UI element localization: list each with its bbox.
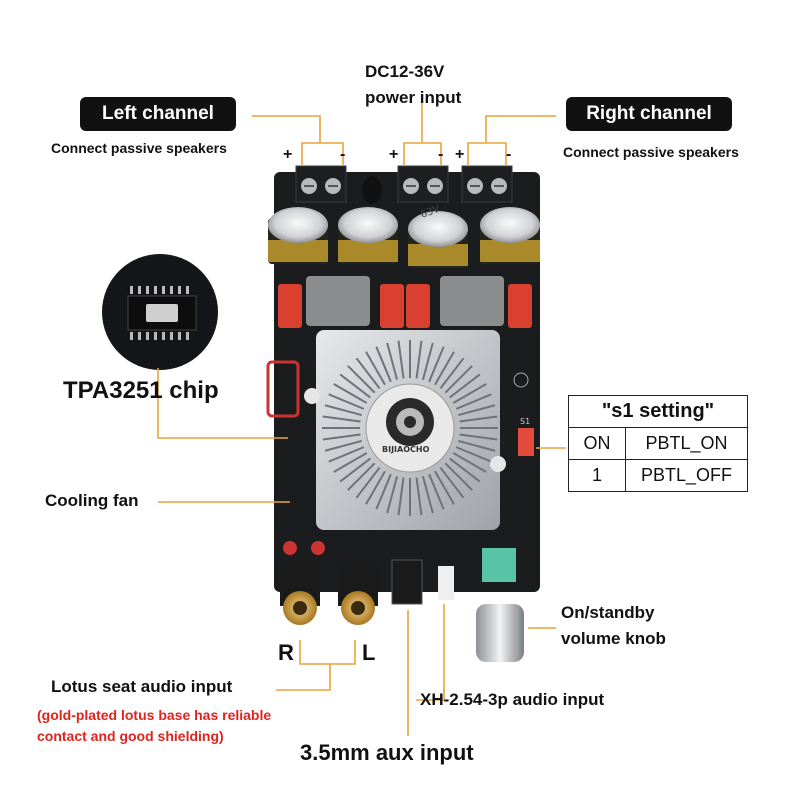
knob-label-line2: volume knob bbox=[561, 629, 666, 648]
heatsink-fin bbox=[459, 415, 498, 423]
lotus-note-line2: contact and good shielding) bbox=[37, 728, 224, 744]
heatsink-fin bbox=[386, 476, 399, 514]
heatsink-fin bbox=[324, 404, 362, 417]
heatsink-fin bbox=[415, 477, 423, 516]
heatsink-fin bbox=[439, 357, 465, 389]
heatsink-fin bbox=[339, 457, 371, 483]
heatsink-fin bbox=[439, 467, 465, 499]
heatsink-fin bbox=[397, 340, 405, 379]
rca-right-label: R bbox=[278, 640, 294, 665]
right-channel-badge: Right channel bbox=[566, 97, 732, 131]
lotus-input-label: Lotus seat audio input bbox=[51, 677, 233, 696]
heatsink-fin bbox=[455, 446, 492, 463]
heatsink-fin bbox=[449, 457, 481, 483]
heatsink-fin bbox=[324, 439, 362, 452]
connect-left-label: Connect passive speakers bbox=[51, 140, 227, 156]
heatsink-fin bbox=[458, 404, 496, 417]
heatsink-fin bbox=[428, 346, 445, 383]
chip-label: TPA3251 chip bbox=[63, 377, 219, 404]
fan-label: Cooling fan bbox=[45, 491, 139, 510]
knob-label-line1: On/standby bbox=[561, 603, 655, 622]
xh-input-label: XH-2.54-3p audio input bbox=[420, 690, 605, 709]
heatsink-fin bbox=[365, 351, 386, 386]
heatsink-fin bbox=[421, 476, 434, 514]
power-voltage-label: DC12-36V bbox=[365, 62, 445, 81]
power-plus-sign: + bbox=[389, 146, 399, 163]
heatsink-fin bbox=[444, 462, 473, 491]
right-minus-sign: - bbox=[506, 146, 512, 163]
heatsink-fin bbox=[428, 473, 445, 510]
chip-inset bbox=[102, 254, 218, 370]
s1-row-key: 1 bbox=[568, 459, 626, 492]
heatsink-fin bbox=[386, 342, 399, 380]
heatsink-fin bbox=[415, 340, 423, 379]
heatsink-fin bbox=[333, 383, 368, 404]
s1-table-header: "s1 setting" bbox=[568, 395, 748, 428]
power-terminal bbox=[397, 165, 449, 203]
heatsink-fin bbox=[397, 477, 405, 516]
left-channel-badge: Left channel bbox=[80, 97, 236, 131]
power-minus-sign: - bbox=[438, 146, 444, 163]
heatsink-fin bbox=[434, 470, 455, 505]
heatsink-fin bbox=[459, 433, 498, 441]
lotus-note-line1: (gold-plated lotus base has reliable bbox=[37, 707, 272, 723]
heatsink-fin bbox=[355, 357, 381, 389]
heatsink-fin bbox=[347, 462, 376, 491]
fan-brand: BIJIAOCHO bbox=[382, 445, 430, 454]
s1-switch bbox=[518, 428, 534, 456]
heatsink-fin bbox=[449, 373, 481, 399]
heatsink-fin bbox=[458, 439, 496, 452]
svg-text:S1: S1 bbox=[520, 417, 530, 426]
heatsink-fin bbox=[365, 470, 386, 505]
volume-knob bbox=[476, 604, 524, 662]
heatsink-fin bbox=[452, 452, 487, 473]
left-minus-sign: - bbox=[340, 146, 346, 163]
rca-left-label: L bbox=[362, 640, 376, 665]
connect-right-label: Connect passive speakers bbox=[563, 144, 739, 160]
heatsink-fin bbox=[434, 351, 455, 386]
heatsink-fin bbox=[333, 452, 368, 473]
right-plus-sign: + bbox=[455, 146, 465, 163]
heatsink-fin bbox=[375, 473, 392, 510]
heatsink-fin bbox=[347, 365, 376, 394]
capacitors bbox=[268, 207, 540, 268]
left-plus-sign: + bbox=[283, 146, 293, 163]
heatsink-fin bbox=[339, 373, 371, 399]
heatsink-fin bbox=[421, 342, 434, 380]
heatsink-fin bbox=[375, 346, 392, 383]
heatsink-fin bbox=[328, 393, 365, 410]
heatsink-fin bbox=[322, 415, 361, 423]
leader-lines bbox=[157, 100, 566, 736]
heatsink-fin bbox=[355, 467, 381, 499]
s1-row-value: PBTL_OFF bbox=[625, 459, 748, 492]
heatsink-fin bbox=[444, 365, 473, 394]
s1-row-key: ON bbox=[568, 427, 626, 460]
heatsink-fin bbox=[452, 383, 487, 404]
heatsink-fin bbox=[328, 446, 365, 463]
power-input-label: power input bbox=[365, 88, 462, 107]
left-speaker-terminal bbox=[295, 165, 347, 203]
aux-input-label: 3.5mm aux input bbox=[300, 740, 474, 765]
s1-row-value: PBTL_ON bbox=[625, 427, 748, 460]
right-speaker-terminal bbox=[461, 165, 513, 203]
heatsink-fin bbox=[322, 433, 361, 441]
rca-jacks bbox=[280, 566, 378, 625]
heatsink-fin bbox=[455, 393, 492, 410]
filter-components bbox=[278, 276, 532, 328]
